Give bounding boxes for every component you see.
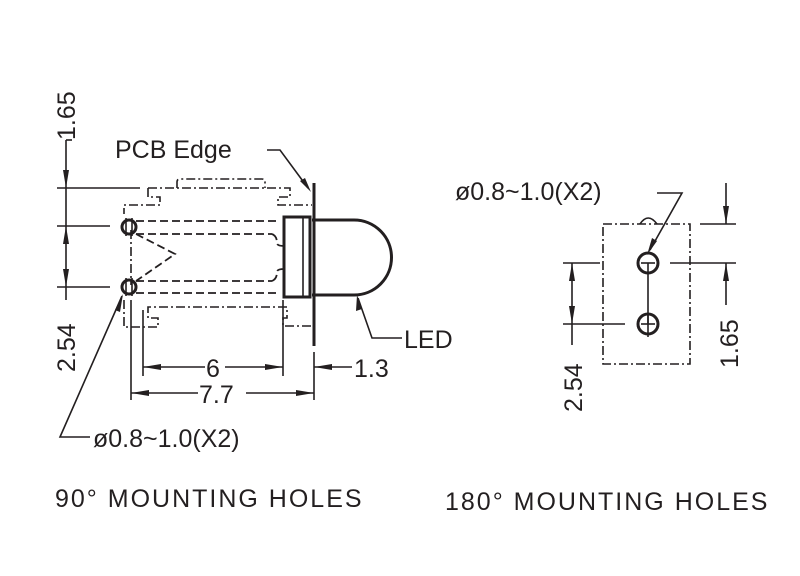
led-flange (282, 215, 312, 299)
hole-spec-label: ø0.8~1.0(X2) (93, 425, 240, 453)
mounting-hole-bottom-180 (636, 312, 660, 337)
caption-180-degree: 180° MOUNTING HOLES (445, 488, 769, 516)
footprint-outline (602, 223, 691, 365)
dim-total-label: 7.7 (199, 381, 234, 409)
led-dome (312, 218, 393, 297)
dim-top-label-180: 1.65 (716, 319, 744, 368)
holder-body (123, 178, 314, 328)
mounting-hole-top (120, 218, 138, 236)
dim-offset-label: 1.3 (354, 355, 389, 383)
dim-body-label: 6 (206, 355, 220, 383)
hole-spec-label-180: ø0.8~1.0(X2) (455, 178, 602, 206)
dim-top-label: 1.65 (53, 91, 81, 140)
mounting-hole-bottom (120, 278, 138, 296)
dim-pitch-label-180: 2.54 (560, 363, 588, 412)
led-leads-hidden (135, 220, 285, 294)
caption-90-degree: 90° MOUNTING HOLES (55, 485, 364, 513)
pcb-edge-label: PCB Edge (115, 136, 232, 164)
right-view-180-degree: ø0.8~1.0(X2) 1.65 2.54 180° MOUNTING HOL… (445, 178, 769, 516)
left-view-90-degree: 1.65 2.54 (53, 91, 453, 513)
horizontal-dimensions: 6 1.3 7.7 (130, 300, 389, 409)
led-label: LED (404, 326, 453, 354)
vertical-dimension-left: 1.65 2.54 (53, 91, 140, 372)
dim-pitch-label: 2.54 (53, 323, 81, 372)
